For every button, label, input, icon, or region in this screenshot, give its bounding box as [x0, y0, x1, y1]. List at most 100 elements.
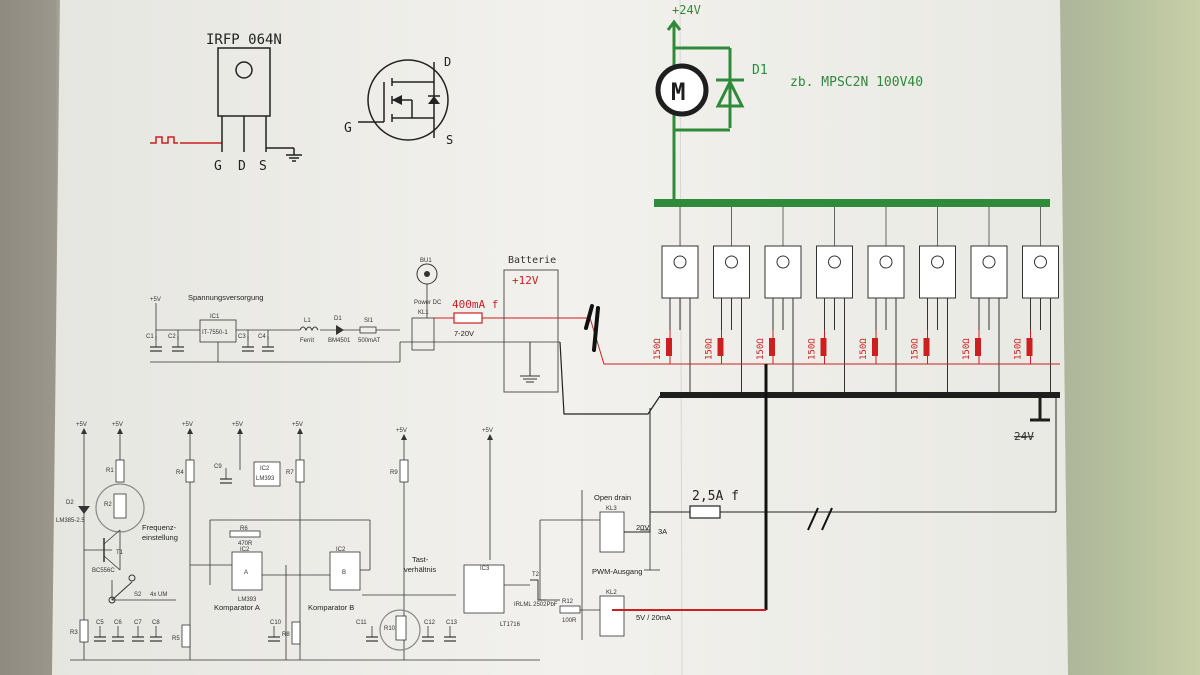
- ic2a-unit-label: A: [244, 570, 248, 576]
- r3-label: R3: [70, 630, 78, 636]
- r6-val-label: 470R: [238, 541, 253, 547]
- t1-leads: [103, 529, 121, 571]
- sym-s-label: S: [446, 133, 453, 147]
- fet-resistor-label: 150Ω: [705, 338, 715, 360]
- c1-label: C1: [146, 334, 154, 340]
- break-marks-top: [584, 304, 600, 352]
- l1-sub-label: Ferrit: [300, 338, 314, 344]
- s2-sub-label: 4x UM: [150, 592, 167, 598]
- kl1-label: KL1: [418, 310, 429, 316]
- ic2-power-chip: [253, 461, 281, 487]
- supply-24v-label: +24V: [672, 3, 701, 17]
- mosfet-part-label: IRFP 064N: [206, 32, 282, 48]
- fuse-2-5a: [689, 505, 721, 519]
- kl3-rating-v-label: 20V: [636, 523, 649, 532]
- r12-val-label: 100R: [562, 618, 577, 624]
- diode-note-label: zb. MPSC2N 100V40: [790, 75, 923, 90]
- sym-g-label: G: [344, 121, 352, 136]
- capacitor-row: [94, 336, 456, 642]
- black-ground-bar: [660, 392, 1060, 398]
- l1-label: L1: [304, 318, 311, 324]
- ground-return-wire: [559, 341, 661, 415]
- fuse-note-label: 400mA f: [452, 298, 498, 311]
- si1-fuse: [359, 326, 377, 334]
- vcc-7-label: +5V: [482, 428, 493, 434]
- r4-label: R4: [176, 470, 184, 476]
- ic2a-part-label: LM393: [238, 597, 257, 603]
- si1-sub-label: 500mAT: [358, 338, 381, 344]
- r12-label: R12: [562, 599, 574, 605]
- bu1-jack-pin: [424, 271, 430, 277]
- fet-resistor-label: 150Ω: [808, 338, 818, 360]
- r5-label: R5: [172, 636, 180, 642]
- trimmer-r2-circle: [95, 483, 145, 533]
- pwm-out-label: PWM-Ausgang: [592, 567, 642, 576]
- mosfet-symbol: [358, 59, 449, 141]
- fet-resistor-label: 150Ω: [911, 338, 921, 360]
- comparator-a: [231, 551, 263, 591]
- ic2-pwr-ref-label: IC2: [260, 466, 270, 472]
- fet-5: 150Ω: [859, 207, 905, 392]
- pin-d-label: D: [238, 159, 246, 174]
- ic2-pwr-part-label: LM393: [256, 476, 275, 482]
- kl3-terminal: [599, 511, 625, 553]
- c13-label: C13: [446, 620, 458, 626]
- flyback-diode: [715, 78, 745, 108]
- fet-4: 150Ω: [808, 207, 853, 392]
- c5-label: C5: [96, 620, 104, 626]
- mosfet-body-diode: [428, 96, 440, 104]
- ic2b-ref-label: IC2: [336, 547, 346, 553]
- freq-line1-label: Frequenz-: [142, 523, 177, 532]
- battery-box: [503, 269, 559, 393]
- drain-line: [624, 408, 651, 533]
- open-drain-label: Open drain: [594, 493, 631, 502]
- bu1-sub-label: Power DC: [414, 300, 442, 306]
- kl2-label: KL2: [606, 590, 617, 596]
- d1-power-sub-label: BM4501: [328, 338, 351, 344]
- ic1-ref-label: IC1: [210, 314, 220, 320]
- battery-voltage-label: +12V: [512, 274, 539, 287]
- bu1-jack: [416, 263, 438, 285]
- c11-label: C11: [356, 620, 367, 626]
- fet-1: 150Ω: [653, 207, 699, 392]
- fet-resistor-label: 150Ω: [962, 338, 972, 360]
- mosfet-arrow: [392, 95, 402, 105]
- s2-switch-b: [128, 574, 136, 582]
- c4-label: C4: [258, 334, 266, 340]
- c6-label: C6: [114, 620, 122, 626]
- fet-resistor-label: 150Ω: [859, 338, 869, 360]
- r7-label: R7: [286, 470, 294, 476]
- supply-arrows: [81, 428, 493, 440]
- mosfet-package-sketch: [150, 47, 302, 162]
- fet-resistor-label: 150Ω: [653, 338, 663, 360]
- range-label: 7-20V: [454, 329, 474, 338]
- comp-b-label: Komparator B: [308, 603, 354, 612]
- t1-sub-label: BC556C: [92, 568, 115, 574]
- d1-power-label: D1: [334, 316, 342, 322]
- fet-8: 150Ω: [1014, 207, 1059, 392]
- s2-switch-a: [108, 596, 116, 604]
- comparator-b: [329, 551, 361, 591]
- t2-fet: [530, 579, 546, 601]
- t1-label: T1: [116, 550, 124, 556]
- bu1-label: BU1: [420, 258, 432, 264]
- fuse-400ma: [453, 312, 483, 324]
- sym-d-label: D: [444, 55, 451, 69]
- ic3-chip: [463, 564, 505, 614]
- freq-line2-label: einstellung: [142, 533, 178, 542]
- fet-7: 150Ω: [962, 207, 1008, 392]
- vcc-power-label: +5V: [150, 297, 161, 303]
- trimmer-r2: [113, 493, 127, 519]
- green-bus-bar: [654, 199, 1050, 207]
- r8-label: R8: [282, 632, 290, 638]
- vcc-6-label: +5V: [396, 428, 407, 434]
- vcc-3-label: +5V: [182, 422, 193, 428]
- d2-zener: [78, 506, 90, 514]
- c8-label: C8: [152, 620, 160, 626]
- motor-label: M: [671, 78, 685, 106]
- ic2a-ref-label: IC2: [240, 547, 250, 553]
- si1-label: SI1: [364, 318, 374, 324]
- ic3-ref-label: IC3: [480, 566, 490, 572]
- fuse2-label: 2,5A f: [692, 489, 739, 504]
